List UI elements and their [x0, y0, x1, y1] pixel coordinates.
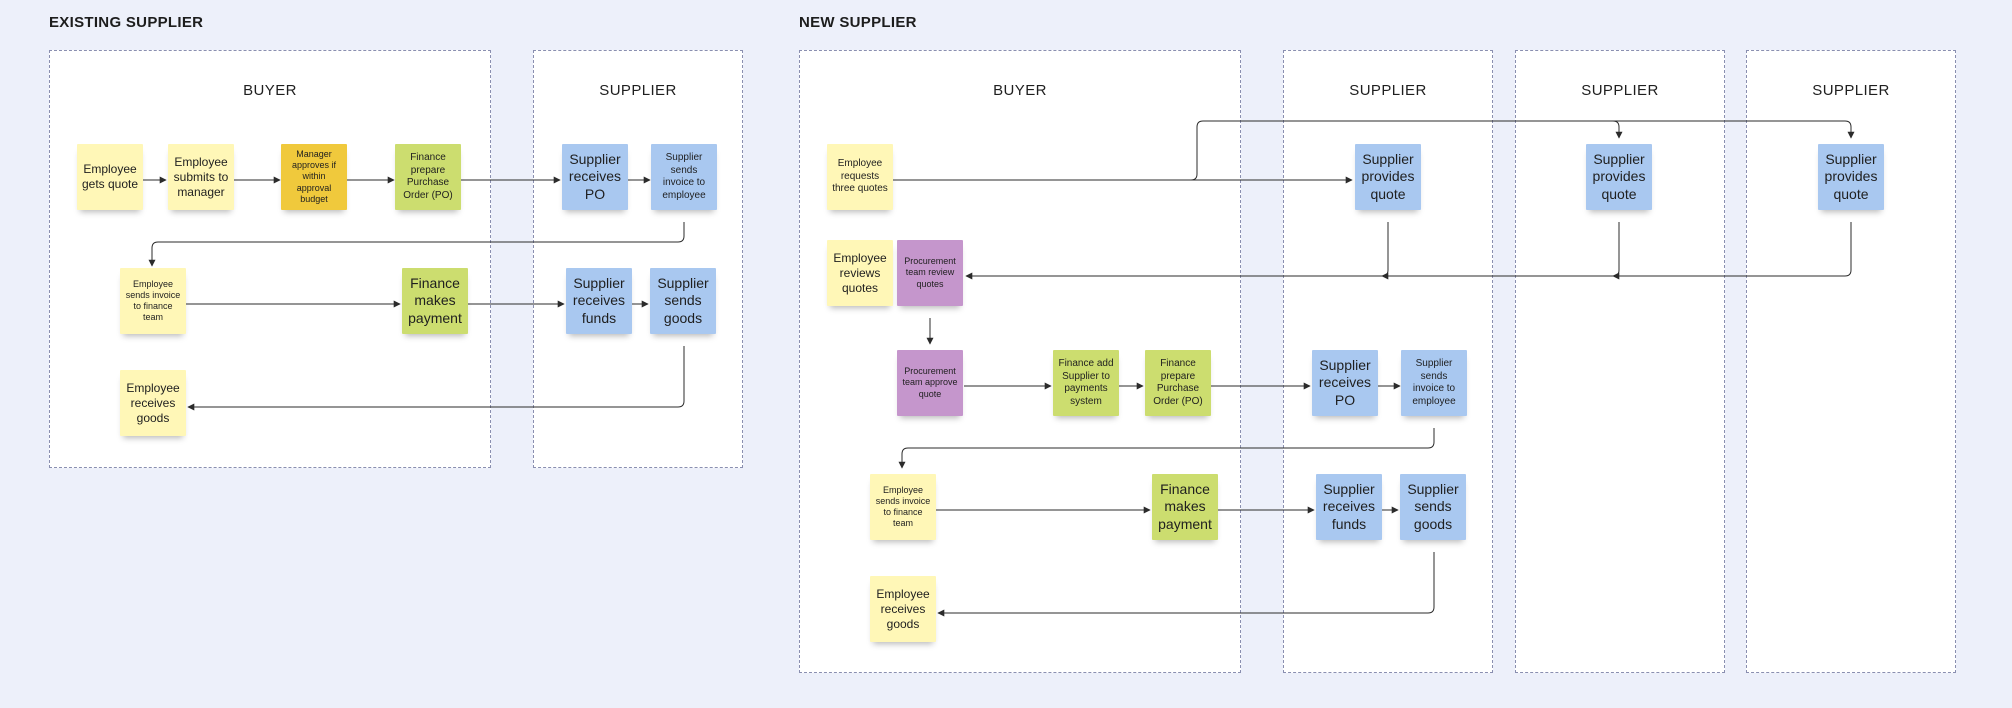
note-employee-submits-to-manager[interactable]: Employee submits to manager — [168, 144, 234, 210]
lane-title: BUYER — [993, 82, 1047, 99]
lane-existing-buyer: BUYER — [49, 50, 491, 468]
existing-supplier-title: EXISTING SUPPLIER — [49, 14, 204, 31]
lane-title: BUYER — [243, 82, 297, 99]
note-new-employee-sends-invoice[interactable]: Employee sends invoice to finance team — [870, 474, 936, 540]
note-supplier-receives-po[interactable]: Supplier receives PO — [562, 144, 628, 210]
note-supplier-provides-quote-2[interactable]: Supplier provides quote — [1586, 144, 1652, 210]
lane-title: SUPPLIER — [1349, 82, 1427, 99]
lane-title: SUPPLIER — [1812, 82, 1890, 99]
note-new-finance-makes-payment[interactable]: Finance makes payment — [1152, 474, 1218, 540]
note-new-supplier-sends-goods[interactable]: Supplier sends goods — [1400, 474, 1466, 540]
note-supplier-sends-invoice[interactable]: Supplier sends invoice to employee — [651, 144, 717, 210]
note-employee-reviews-quotes[interactable]: Employee reviews quotes — [827, 240, 893, 306]
note-supplier-provides-quote-1[interactable]: Supplier provides quote — [1355, 144, 1421, 210]
new-supplier-title: NEW SUPPLIER — [799, 14, 917, 31]
note-finance-add-supplier[interactable]: Finance add Supplier to payments system — [1053, 350, 1119, 416]
note-manager-approves[interactable]: Manager approves if within approval budg… — [281, 144, 347, 210]
note-supplier-sends-goods[interactable]: Supplier sends goods — [650, 268, 716, 334]
note-finance-prepare-po[interactable]: Finance prepare Purchase Order (PO) — [395, 144, 461, 210]
note-supplier-receives-funds[interactable]: Supplier receives funds — [566, 268, 632, 334]
note-new-supplier-receives-funds[interactable]: Supplier receives funds — [1316, 474, 1382, 540]
note-procurement-approve-quote[interactable]: Procurement team approve quote — [897, 350, 963, 416]
lane-title: SUPPLIER — [599, 82, 677, 99]
note-new-supplier-receives-po[interactable]: Supplier receives PO — [1312, 350, 1378, 416]
note-new-employee-receives-goods[interactable]: Employee receives goods — [870, 576, 936, 642]
note-employee-requests-quotes[interactable]: Employee requests three quotes — [827, 144, 893, 210]
note-new-supplier-sends-invoice[interactable]: Supplier sends invoice to employee — [1401, 350, 1467, 416]
lane-existing-supplier: SUPPLIER — [533, 50, 743, 468]
note-supplier-provides-quote-3[interactable]: Supplier provides quote — [1818, 144, 1884, 210]
note-finance-makes-payment[interactable]: Finance makes payment — [402, 268, 468, 334]
note-employee-gets-quote[interactable]: Employee gets quote — [77, 144, 143, 210]
note-employee-sends-invoice[interactable]: Employee sends invoice to finance team — [120, 268, 186, 334]
lane-title: SUPPLIER — [1581, 82, 1659, 99]
note-procurement-review-quotes[interactable]: Procurement team review quotes — [897, 240, 963, 306]
note-new-finance-prepare-po[interactable]: Finance prepare Purchase Order (PO) — [1145, 350, 1211, 416]
note-employee-receives-goods[interactable]: Employee receives goods — [120, 370, 186, 436]
